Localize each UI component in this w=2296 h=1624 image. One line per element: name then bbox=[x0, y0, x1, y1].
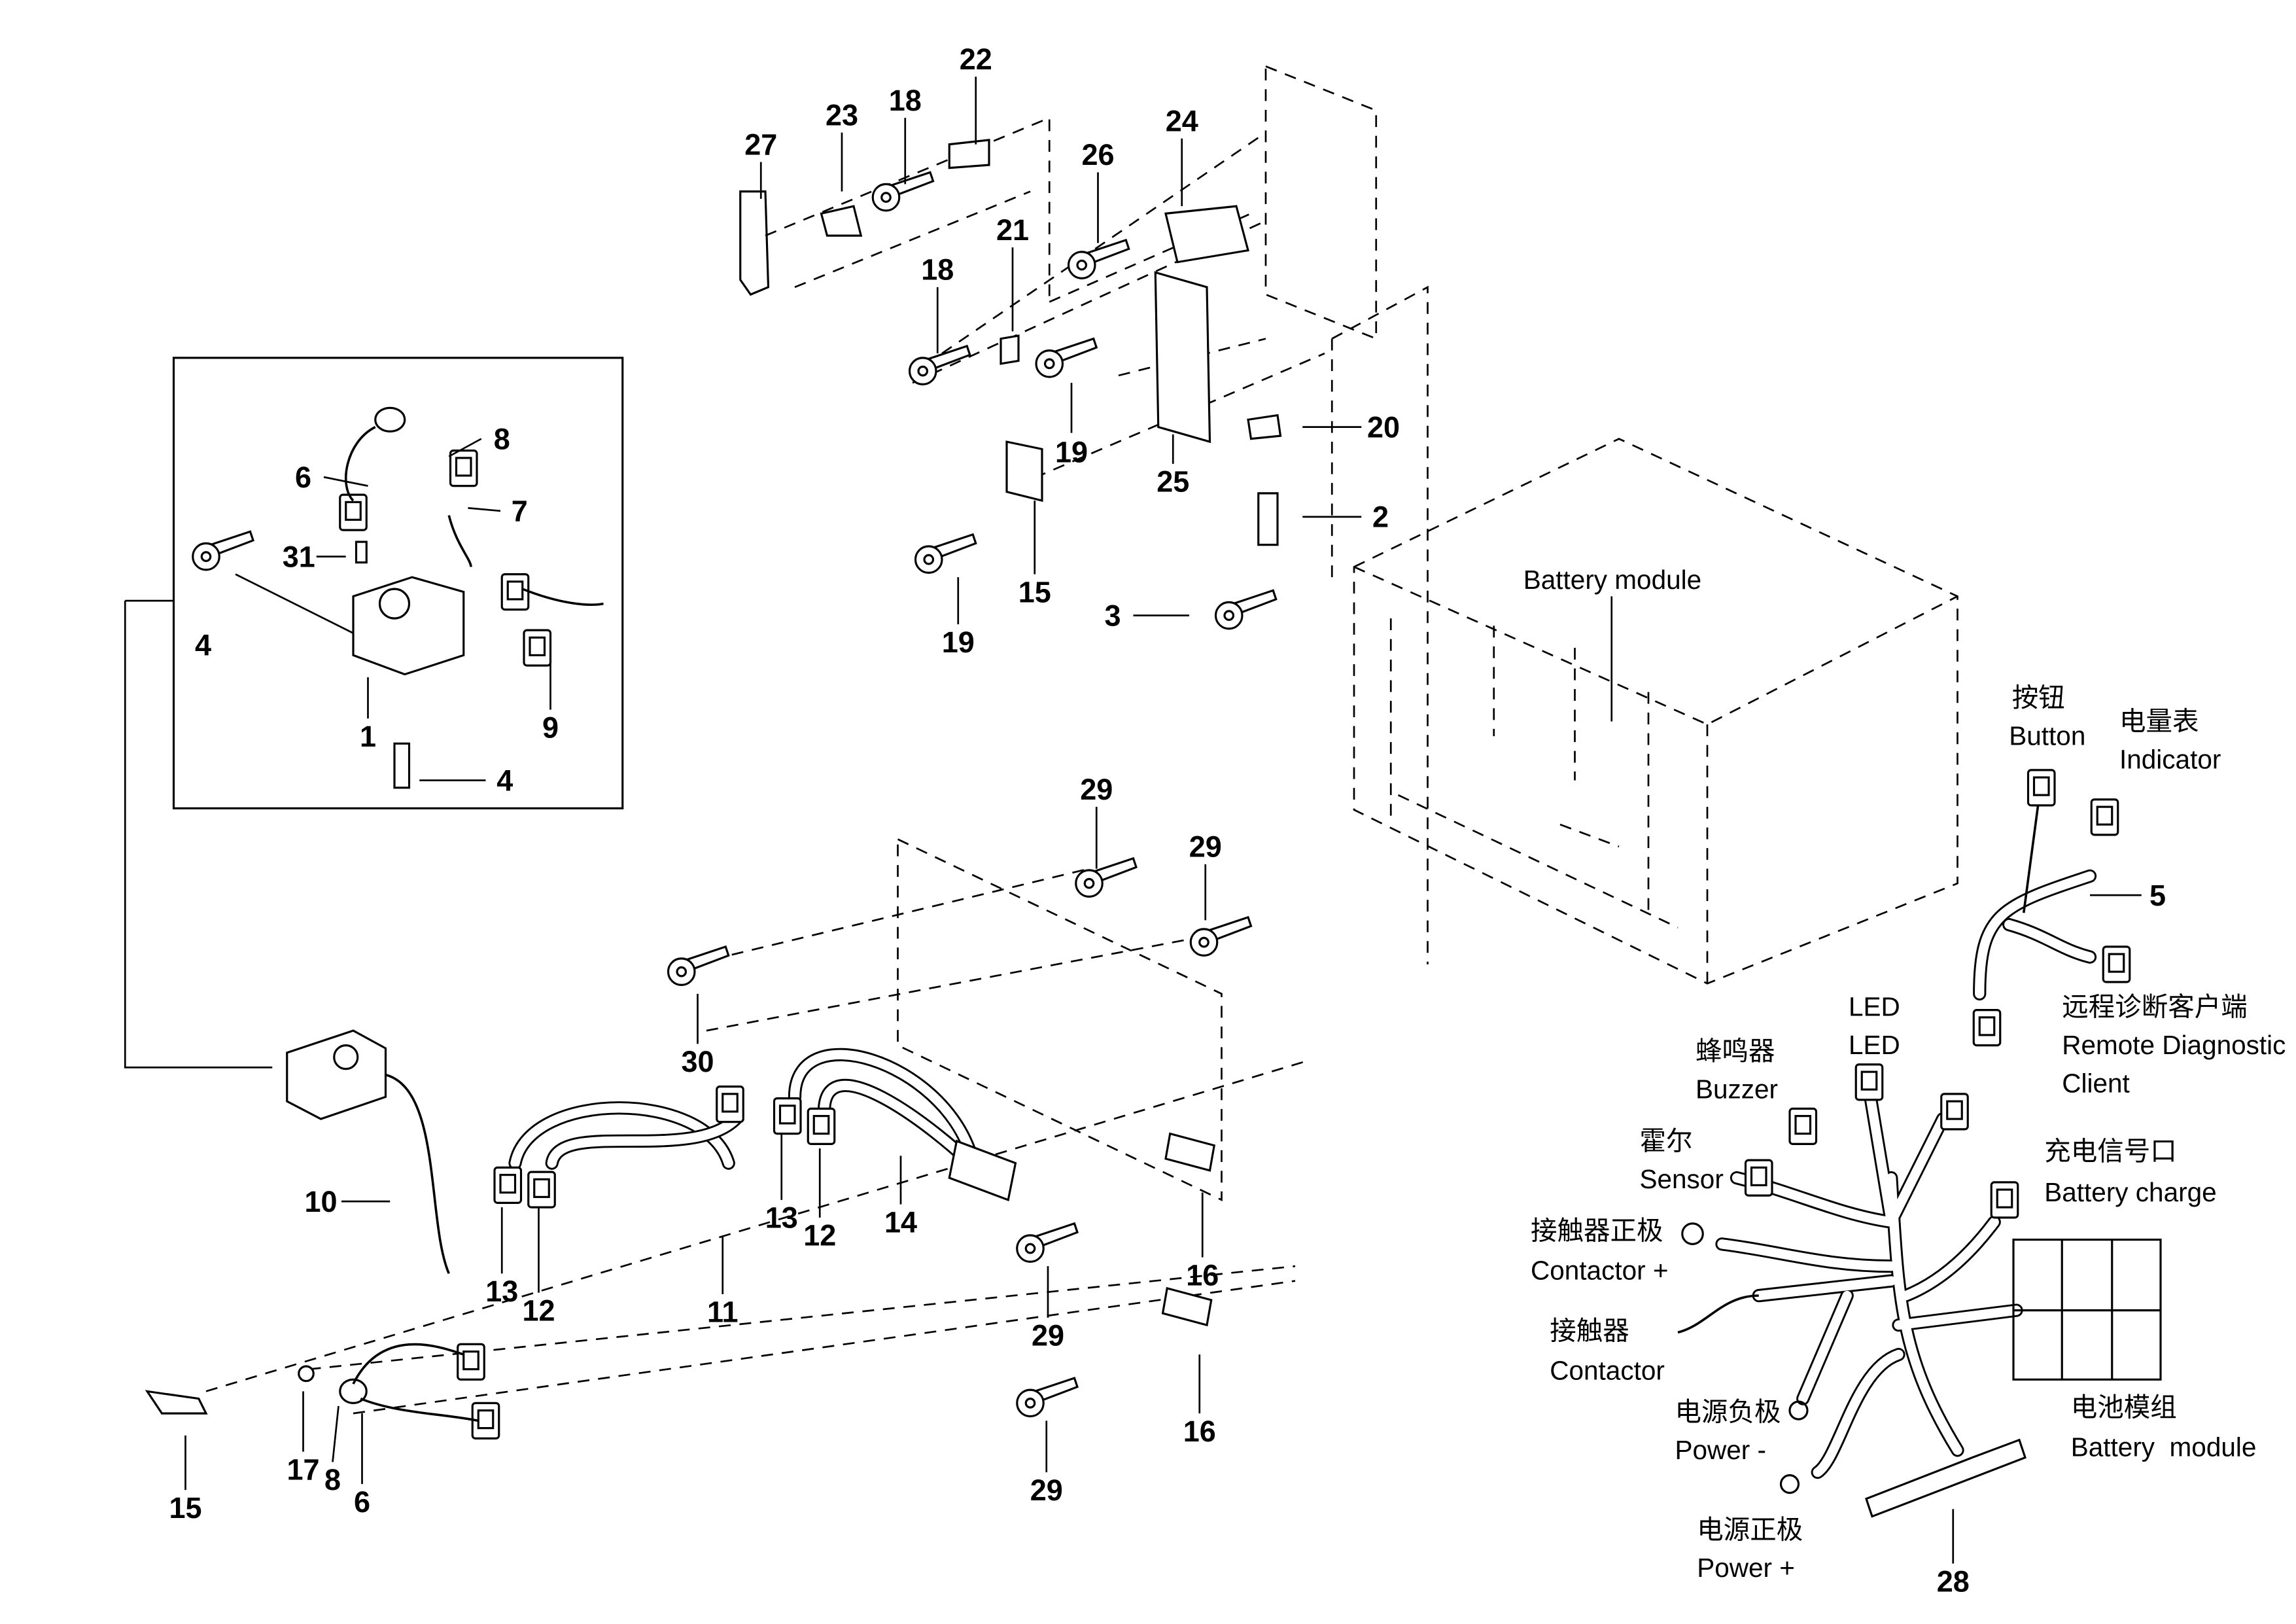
indicator-label-en: Indicator bbox=[2119, 745, 2221, 775]
callout-29d: 29 bbox=[1030, 1474, 1063, 1507]
buzzer-label-en: Buzzer bbox=[1696, 1074, 1778, 1104]
part-22 bbox=[948, 139, 990, 169]
middle-assembly bbox=[145, 838, 1310, 1439]
callout-6b: 6 bbox=[354, 1485, 370, 1519]
callout-29: 29 bbox=[1080, 773, 1113, 806]
module-label-en: Battery module bbox=[2071, 1432, 2257, 1462]
callout-22: 22 bbox=[960, 43, 992, 76]
contactor-plus-label-cn: 接触器正极 bbox=[1531, 1216, 1663, 1246]
callout-7: 7 bbox=[512, 495, 528, 528]
bolt-2 bbox=[1257, 492, 1279, 546]
callout-21: 21 bbox=[996, 213, 1029, 247]
callout-13b: 13 bbox=[765, 1201, 798, 1235]
module-25 bbox=[1154, 271, 1211, 444]
callout-15: 15 bbox=[1018, 575, 1051, 609]
contactor-24 bbox=[1164, 205, 1249, 264]
remote-label-en-2: Client bbox=[2062, 1068, 2130, 1099]
remote-label-en-1: Remote Diagnostic bbox=[2062, 1030, 2286, 1060]
callout-14: 14 bbox=[884, 1205, 917, 1239]
callout-25: 25 bbox=[1157, 465, 1189, 499]
callout-16b: 16 bbox=[1183, 1415, 1216, 1448]
contactor-plus-label-en: Contactor + bbox=[1531, 1255, 1669, 1285]
callout-9: 9 bbox=[542, 711, 559, 744]
grommet-16b bbox=[1161, 1286, 1213, 1327]
part-21 bbox=[1000, 334, 1020, 365]
power-minus-label-cn: 电源负极 bbox=[1675, 1396, 1781, 1426]
callout-12: 12 bbox=[522, 1294, 555, 1327]
callout-29b: 29 bbox=[1189, 830, 1222, 864]
top-components bbox=[739, 65, 1429, 964]
battery-box bbox=[1353, 438, 1958, 985]
callout-12b: 12 bbox=[803, 1219, 836, 1252]
leader-lines bbox=[184, 77, 2142, 1564]
callout-5: 5 bbox=[2149, 879, 2166, 912]
callout-15b: 15 bbox=[169, 1491, 201, 1525]
callout-18: 18 bbox=[889, 84, 922, 117]
callout-19b: 19 bbox=[942, 626, 975, 659]
sensor-label-en: Sensor bbox=[1640, 1164, 1724, 1194]
inset-detail bbox=[124, 357, 624, 1068]
callouts: 27 23 18 22 24 26 21 18 19 25 20 2 15 19… bbox=[169, 43, 2166, 1598]
led-label-1: LED bbox=[1849, 992, 1900, 1022]
callout-11: 11 bbox=[707, 1296, 739, 1329]
callout-8: 8 bbox=[494, 422, 510, 455]
connector-strip bbox=[1865, 1438, 2026, 1518]
clamp-20 bbox=[1247, 414, 1282, 440]
indicator-label-cn: 电量表 bbox=[2119, 706, 2199, 736]
clip-23 bbox=[820, 205, 863, 237]
harness-5 bbox=[1972, 769, 2131, 1047]
sensor-label-cn: 霍尔 bbox=[1640, 1125, 1693, 1156]
callout-20: 20 bbox=[1367, 410, 1400, 444]
callout-28: 28 bbox=[1937, 1564, 1970, 1598]
button-label-en: Button bbox=[2009, 721, 2085, 751]
power-minus-label-en: Power - bbox=[1675, 1435, 1767, 1465]
callout-4b: 4 bbox=[496, 764, 513, 797]
callout-1: 1 bbox=[360, 720, 376, 753]
callout-16: 16 bbox=[1186, 1258, 1219, 1292]
module-label-cn: 电池模组 bbox=[2071, 1392, 2177, 1422]
grommet-16a bbox=[1164, 1132, 1216, 1172]
callout-30: 30 bbox=[681, 1045, 714, 1078]
callout-27: 27 bbox=[744, 128, 777, 161]
button-label-cn: 按钮 bbox=[2012, 682, 2065, 713]
callout-23: 23 bbox=[826, 98, 858, 132]
callout-10: 10 bbox=[304, 1185, 337, 1218]
battery-module-label: Battery module bbox=[1523, 565, 1701, 595]
callout-31: 31 bbox=[283, 540, 315, 573]
cap-15 bbox=[145, 1390, 208, 1415]
callout-4: 4 bbox=[195, 628, 211, 662]
callout-18b: 18 bbox=[921, 253, 954, 287]
contactor-label-en: Contactor bbox=[1550, 1355, 1665, 1385]
callout-19: 19 bbox=[1055, 436, 1088, 469]
callout-3: 3 bbox=[1104, 599, 1121, 632]
charge-label-en: Battery charge bbox=[2044, 1177, 2216, 1207]
switch-block-10 bbox=[286, 1029, 387, 1120]
bracket-27 bbox=[739, 190, 770, 296]
contactor-label-cn: 接触器 bbox=[1550, 1316, 1629, 1346]
callout-24: 24 bbox=[1166, 104, 1198, 137]
callout-13: 13 bbox=[485, 1275, 518, 1308]
callout-8b: 8 bbox=[324, 1463, 341, 1496]
callout-26: 26 bbox=[1081, 138, 1114, 171]
harness-labels: Battery module 按钮 Button 电量表 Indicator 远… bbox=[1523, 565, 2286, 1583]
callout-17: 17 bbox=[287, 1453, 319, 1486]
callout-29c: 29 bbox=[1032, 1319, 1064, 1352]
charge-label-cn: 充电信号口 bbox=[2044, 1136, 2177, 1166]
switch-block-1 bbox=[352, 576, 465, 676]
callout-2: 2 bbox=[1372, 501, 1389, 534]
led-label-2: LED bbox=[1849, 1030, 1900, 1060]
display-15 bbox=[1005, 440, 1043, 503]
power-plus-label-cn: 电源正极 bbox=[1697, 1514, 1803, 1544]
buzzer-label-cn: 蜂鸣器 bbox=[1696, 1036, 1775, 1066]
remote-label-cn: 远程诊断客户端 bbox=[2062, 992, 2248, 1022]
callout-6: 6 bbox=[295, 461, 311, 494]
power-plus-label-en: Power + bbox=[1697, 1553, 1795, 1583]
harness-28 bbox=[1677, 1063, 2162, 1518]
top-plate bbox=[1264, 65, 1378, 340]
